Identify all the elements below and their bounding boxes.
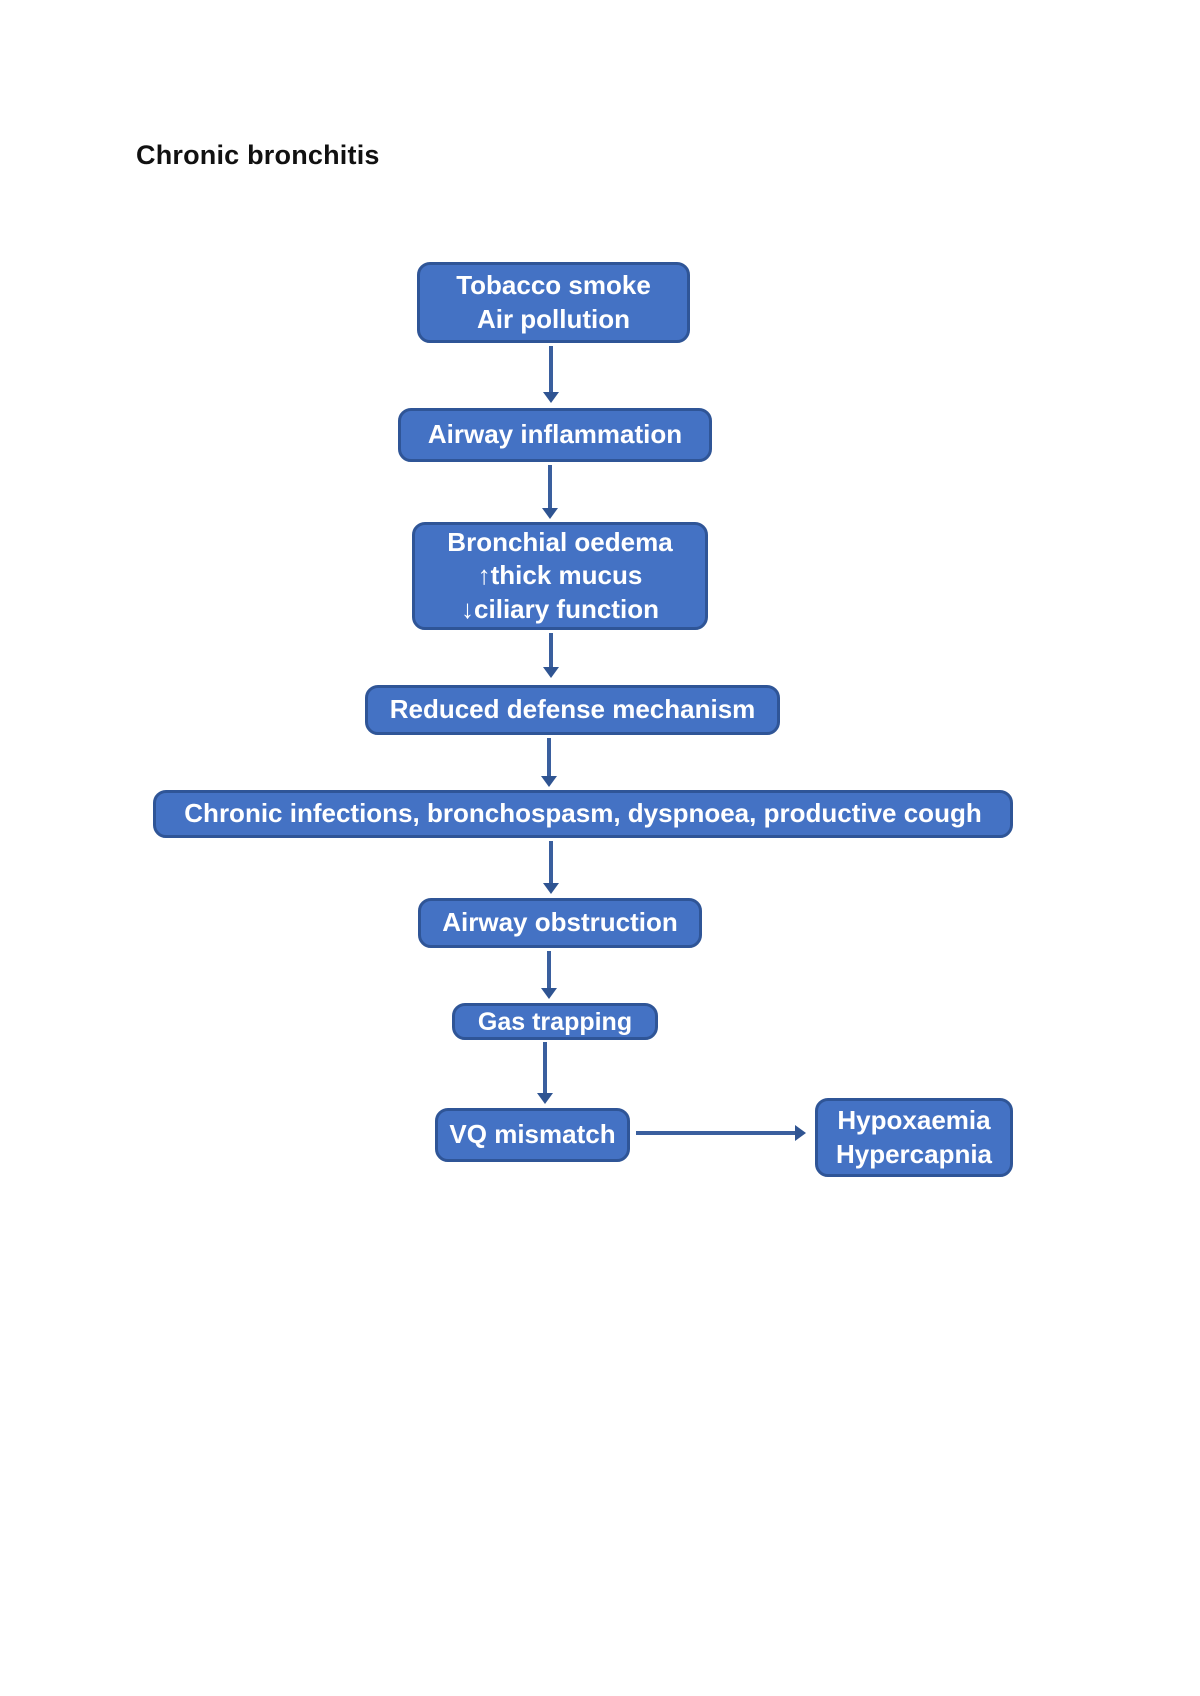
- arrow-head: [543, 392, 559, 403]
- node-hypoxaemia-hypercapnia: Hypoxaemia Hypercapnia: [815, 1098, 1013, 1177]
- down-arrow-icon: [542, 465, 558, 519]
- arrow-stem: [549, 346, 553, 393]
- arrow-head: [543, 667, 559, 678]
- down-arrow-icon: [543, 841, 559, 894]
- arrow-head: [543, 883, 559, 894]
- node-gas-trapping: Gas trapping: [452, 1003, 658, 1040]
- arrow-stem: [548, 465, 552, 509]
- node-reduced-defense-mechanism: Reduced defense mechanism: [365, 685, 780, 735]
- node-line: Hypoxaemia: [837, 1105, 991, 1136]
- right-arrow-icon: [636, 1125, 806, 1141]
- down-arrow-icon: [543, 346, 559, 403]
- down-arrow-icon: [543, 633, 559, 678]
- arrow-head: [541, 776, 557, 787]
- arrow-stem: [636, 1131, 796, 1135]
- node-airway-inflammation: Airway inflammation: [398, 408, 712, 462]
- node-bronchial-oedema: Bronchial oedema ↑thick mucus ↓ciliary f…: [412, 522, 708, 630]
- node-line: Airway obstruction: [442, 907, 678, 938]
- node-tobacco-smoke-air-pollution: Tobacco smoke Air pollution: [417, 262, 690, 343]
- arrow-head: [542, 508, 558, 519]
- arrow-stem: [549, 633, 553, 668]
- arrow-head: [795, 1125, 806, 1141]
- down-arrow-icon: [541, 951, 557, 999]
- node-line: Air pollution: [476, 303, 631, 334]
- node-vq-mismatch: VQ mismatch: [435, 1108, 630, 1162]
- down-arrow-icon: [541, 738, 557, 787]
- arrow-stem: [549, 841, 553, 884]
- arrow-head: [541, 988, 557, 999]
- node-airway-obstruction: Airway obstruction: [418, 898, 702, 948]
- node-line: Reduced defense mechanism: [389, 694, 756, 725]
- arrow-stem: [547, 951, 551, 989]
- arrow-stem: [543, 1042, 547, 1094]
- node-line: Chronic infections, bronchospasm, dyspno…: [184, 798, 982, 829]
- node-line: ↑thick mucus: [477, 560, 643, 591]
- down-arrow-icon: [537, 1042, 553, 1104]
- node-line: ↓ciliary function: [461, 593, 659, 624]
- node-line: VQ mismatch: [449, 1119, 616, 1150]
- arrow-head: [537, 1093, 553, 1104]
- page-title: Chronic bronchitis: [136, 140, 380, 170]
- arrow-stem: [547, 738, 551, 777]
- node-line: Tobacco smoke: [456, 270, 651, 301]
- node-line: Gas trapping: [477, 1007, 633, 1036]
- node-line: Hypercapnia: [835, 1138, 993, 1169]
- node-line: Bronchial oedema: [447, 527, 673, 558]
- node-line: Airway inflammation: [427, 419, 683, 450]
- node-chronic-infections: Chronic infections, bronchospasm, dyspno…: [153, 790, 1013, 838]
